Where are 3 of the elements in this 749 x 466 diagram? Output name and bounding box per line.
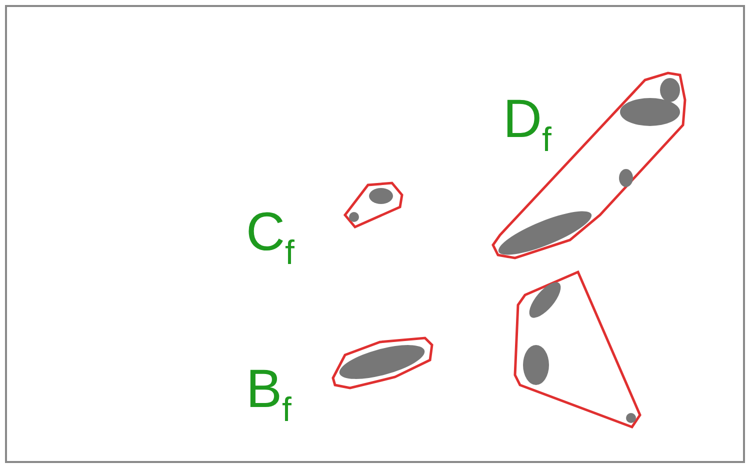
cluster-label: C$_{f}$	[246, 205, 294, 270]
cluster-label: B$_{f}$	[246, 362, 292, 427]
cluster-label: D$_{f}$	[503, 92, 552, 157]
